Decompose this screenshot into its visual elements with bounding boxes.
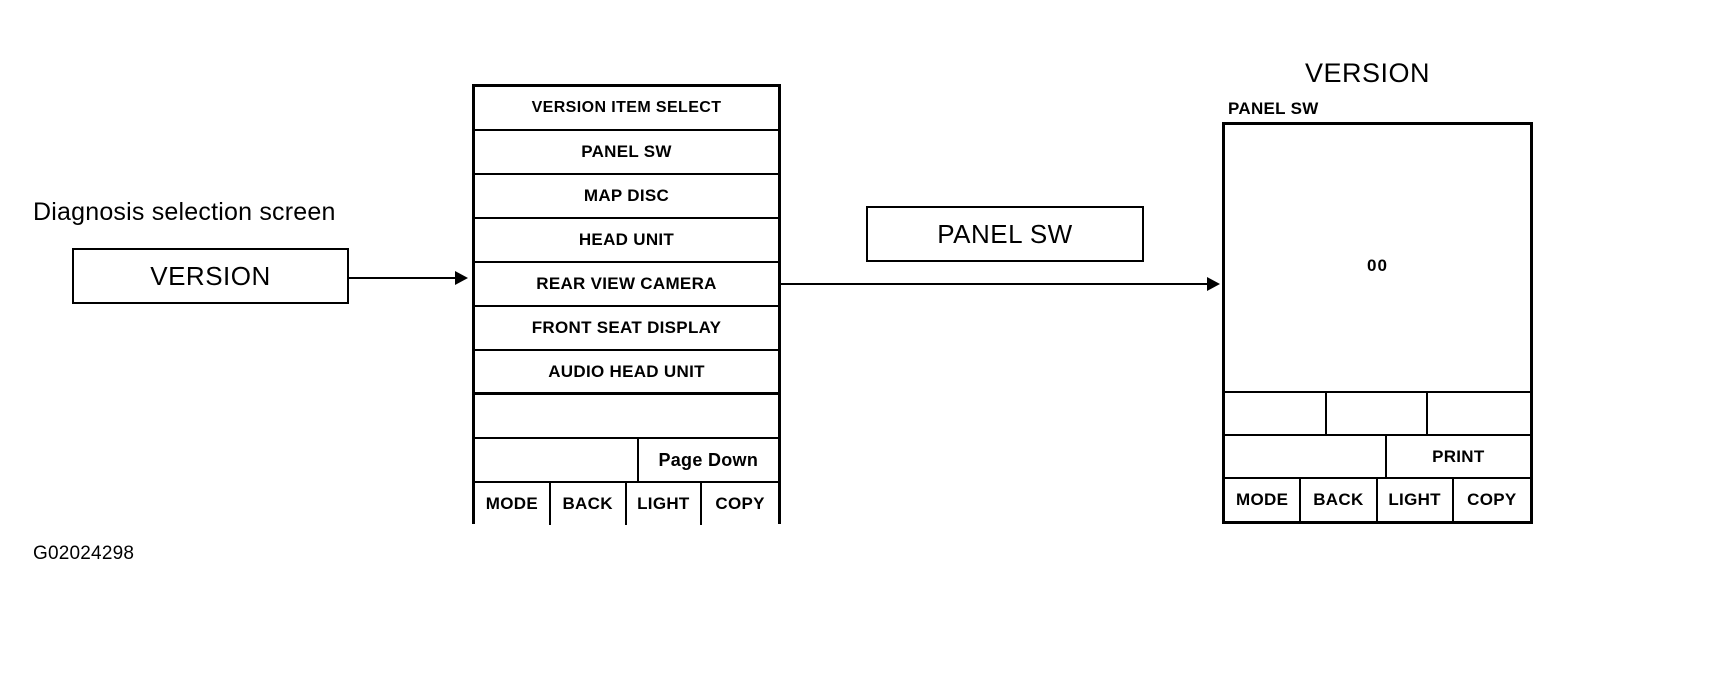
- version-start-box-label: VERSION: [150, 260, 271, 291]
- panel-sw-version-screen: 00 PRINT MODE BACK LIGHT COPY: [1222, 122, 1533, 524]
- menu-item-label: HEAD UNIT: [578, 230, 675, 249]
- back-button[interactable]: BACK: [1301, 479, 1378, 521]
- light-button[interactable]: LIGHT: [627, 483, 703, 525]
- menu-item-front-seat-display[interactable]: FRONT SEAT DISPLAY: [475, 307, 778, 351]
- panel-sw-selection-label: PANEL SW: [937, 218, 1073, 249]
- diagnosis-selection-caption: Diagnosis selection screen: [33, 198, 336, 226]
- page-down-button[interactable]: Page Down: [658, 449, 759, 470]
- menu-pager-blank-cell: [475, 439, 639, 481]
- flow-arrow-1-line: [349, 277, 457, 279]
- version-item-select-screen: VERSION ITEM SELECT PANEL SW MAP DISC HE…: [472, 84, 781, 525]
- back-button[interactable]: BACK: [551, 483, 627, 525]
- menu-item-map-disc[interactable]: MAP DISC: [475, 175, 778, 219]
- result-soft-cell-3[interactable]: [1428, 393, 1530, 434]
- light-button[interactable]: LIGHT: [1378, 479, 1454, 521]
- flow-arrow-2-line: [781, 283, 1209, 285]
- result-softkey-row: MODE BACK LIGHT COPY: [1225, 479, 1530, 521]
- version-start-box[interactable]: VERSION: [72, 248, 349, 304]
- menu-item-head-unit[interactable]: HEAD UNIT: [475, 219, 778, 263]
- print-button[interactable]: PRINT: [1432, 446, 1485, 466]
- result-screen-title: VERSION: [1305, 58, 1431, 88]
- menu-blank-cell: [475, 395, 778, 437]
- menu-item-label: MAP DISC: [583, 186, 670, 205]
- menu-pager-row: Page Down: [475, 439, 778, 483]
- result-print-blank-cell: [1225, 436, 1387, 477]
- result-screen-subtitle: PANEL SW: [1228, 99, 1319, 118]
- version-value: 00: [1367, 256, 1388, 275]
- menu-item-panel-sw[interactable]: PANEL SW: [475, 131, 778, 175]
- flow-arrow-2-head: [1207, 277, 1220, 291]
- menu-title-row: VERSION ITEM SELECT: [475, 87, 778, 131]
- result-soft-cell-2[interactable]: [1327, 393, 1429, 434]
- figure-id-label: G02024298: [33, 543, 135, 564]
- copy-button[interactable]: COPY: [1467, 490, 1517, 509]
- menu-item-label: AUDIO HEAD UNIT: [548, 361, 705, 381]
- menu-blank-row: [475, 395, 778, 439]
- menu-item-audio-head-unit[interactable]: AUDIO HEAD UNIT: [475, 351, 778, 395]
- menu-item-rear-view-camera[interactable]: REAR VIEW CAMERA: [475, 263, 778, 307]
- menu-item-label: PANEL SW: [581, 142, 672, 161]
- result-soft-row: [1225, 393, 1530, 436]
- mode-button[interactable]: MODE: [475, 483, 551, 525]
- menu-title: VERSION ITEM SELECT: [531, 99, 722, 116]
- menu-item-label: REAR VIEW CAMERA: [536, 274, 717, 293]
- panel-sw-selection-box[interactable]: PANEL SW: [866, 206, 1144, 262]
- flow-arrow-1-head: [455, 271, 468, 285]
- result-print-row: PRINT: [1225, 436, 1530, 479]
- mode-button[interactable]: MODE: [1225, 479, 1302, 521]
- menu-item-label: FRONT SEAT DISPLAY: [531, 318, 722, 337]
- copy-button[interactable]: COPY: [715, 494, 765, 513]
- result-display-area: 00: [1225, 125, 1530, 393]
- result-soft-cell-1[interactable]: [1225, 393, 1327, 434]
- menu-softkey-row: MODE BACK LIGHT COPY: [475, 483, 778, 525]
